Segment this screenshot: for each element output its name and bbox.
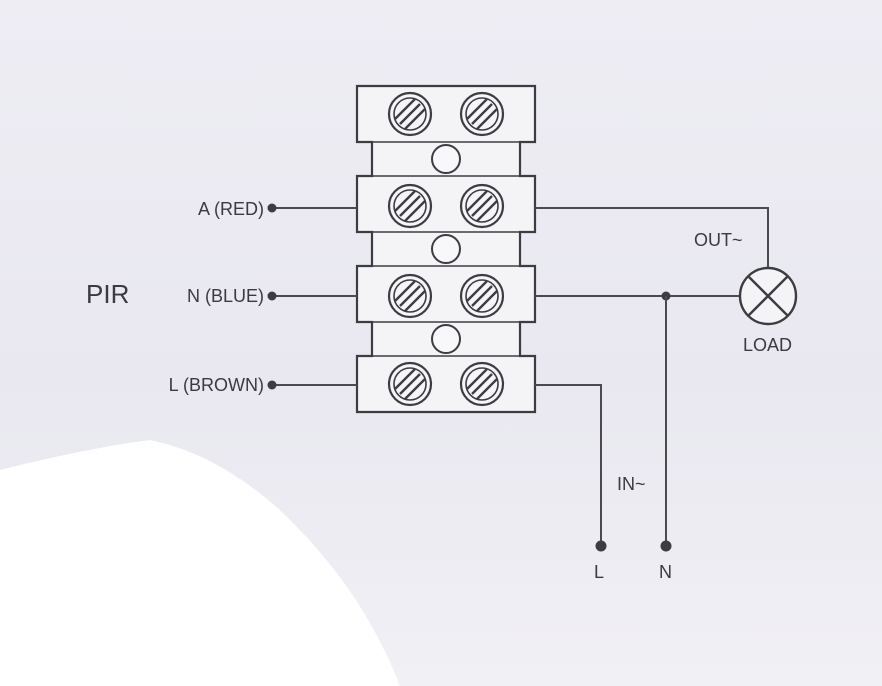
screw-icon [387, 91, 433, 137]
separator-hole [431, 324, 461, 354]
terminal-screws [387, 91, 505, 407]
supply-dot-l [595, 540, 607, 552]
screw-icon [459, 91, 505, 137]
wiring [267, 203, 769, 552]
input-label-a: A (RED) [198, 199, 264, 219]
load-label: LOAD [743, 335, 792, 355]
terminal-block [355, 84, 537, 414]
in-label: IN~ [617, 474, 646, 494]
input-label-l: L (BROWN) [169, 375, 264, 395]
screw-icon [387, 183, 433, 229]
screw-icon [387, 361, 433, 407]
separator-hole [431, 234, 461, 264]
supply-dot-n [660, 540, 672, 552]
terminal-dot-a [267, 203, 277, 213]
input-label-n: N (BLUE) [187, 286, 264, 306]
load-lamp-icon [738, 266, 798, 326]
wire-out-to-load [535, 207, 769, 272]
supply-label-l: L [594, 562, 604, 582]
wire-live-supply [535, 384, 602, 546]
terminal-dot-n [267, 291, 277, 301]
screw-icon [459, 273, 505, 319]
screw-icon [459, 183, 505, 229]
paper-patch [0, 440, 400, 686]
screw-icon [459, 361, 505, 407]
pir-label: PIR [86, 279, 129, 309]
out-label: OUT~ [694, 230, 743, 250]
screw-icon [387, 273, 433, 319]
terminal-dot-l [267, 380, 277, 390]
separator-hole [431, 144, 461, 174]
supply-label-n: N [659, 562, 672, 582]
